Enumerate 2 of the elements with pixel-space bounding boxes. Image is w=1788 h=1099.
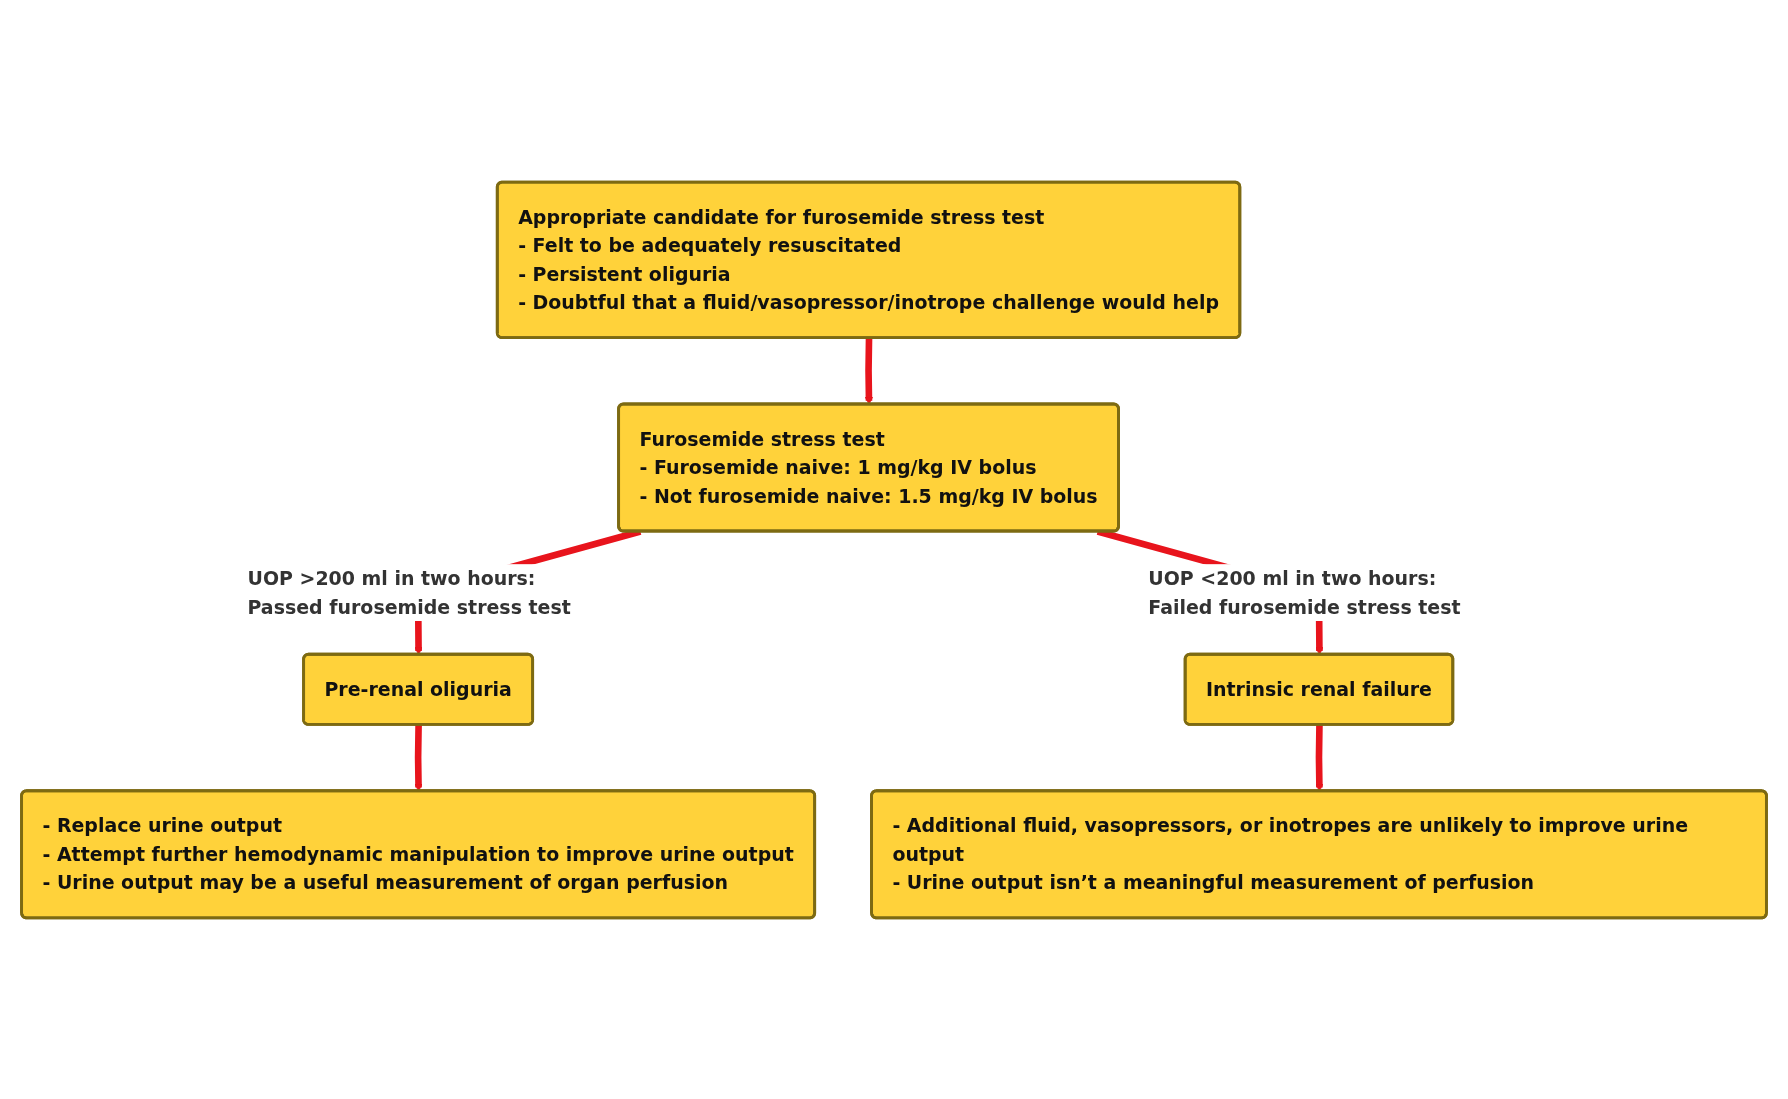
edge-label: UOP >200 ml in two hours: Passed furosemide stress test <box>247 566 571 618</box>
edge-label: UOP <200 ml in two hours: Failed furosemide stress test <box>1148 566 1461 618</box>
